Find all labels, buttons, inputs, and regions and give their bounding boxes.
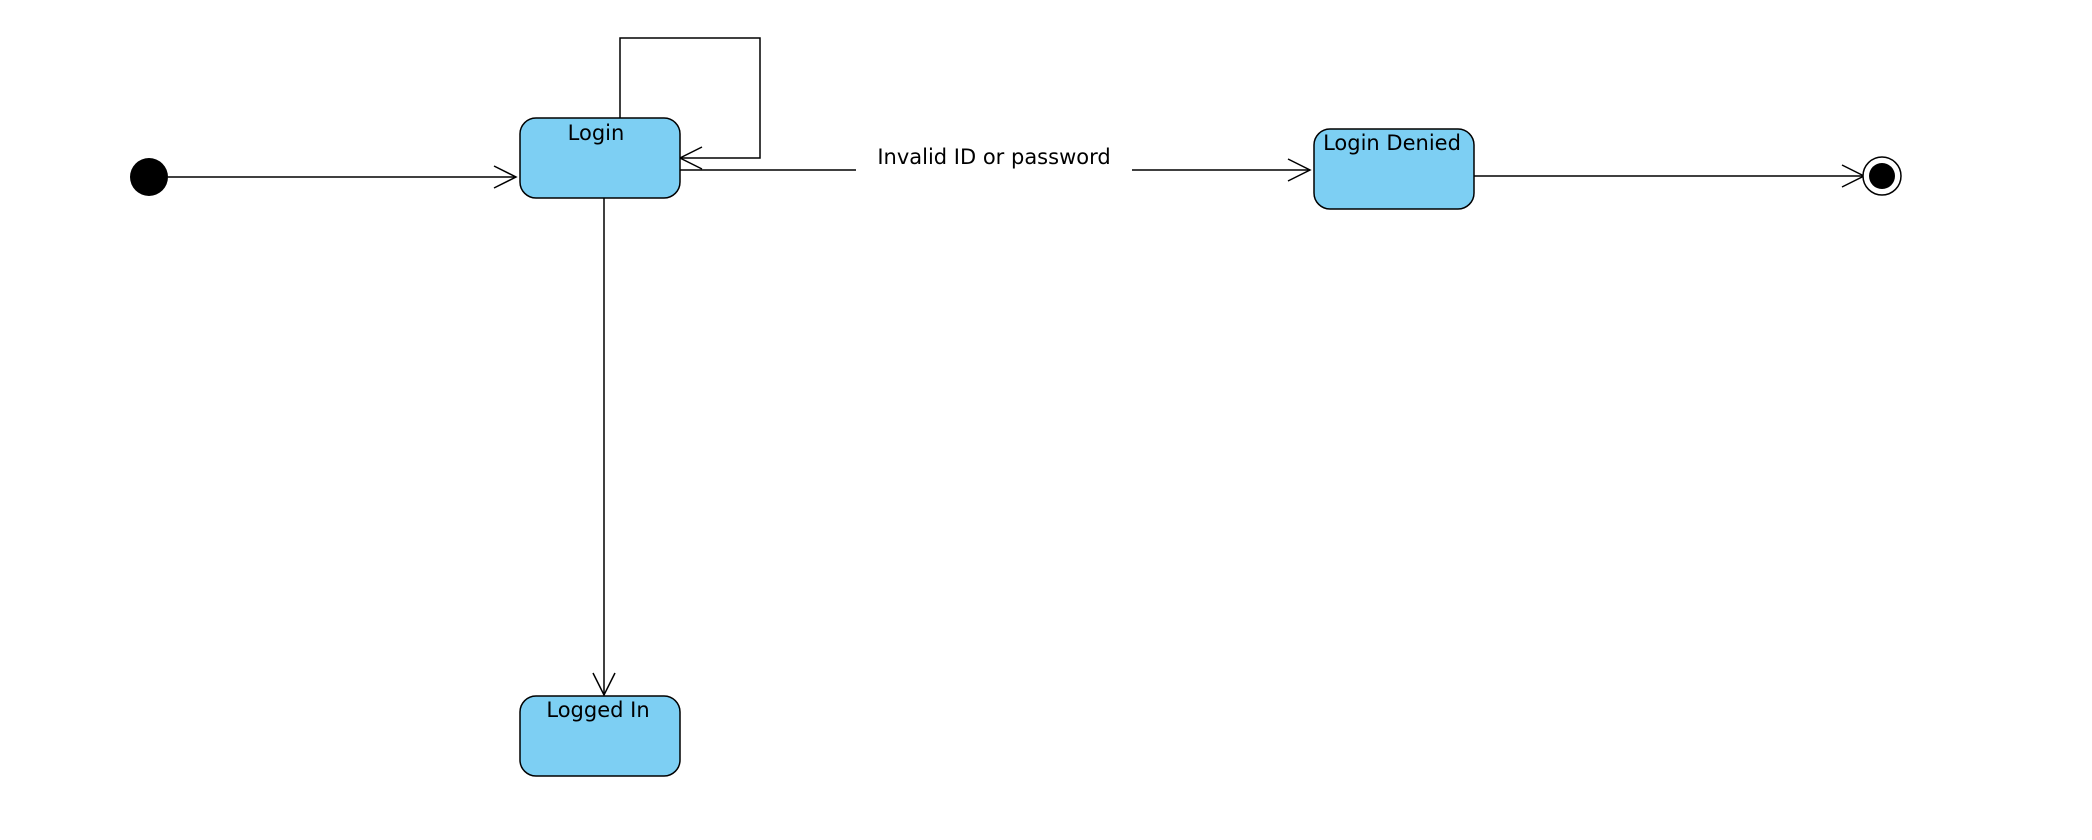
transition-initial-to-login[interactable]	[168, 165, 518, 189]
state-login-denied-label: Login Denied	[1323, 131, 1461, 155]
final-state-node[interactable]	[1862, 156, 1902, 196]
transition-login-to-logged-in[interactable]	[592, 198, 616, 697]
arrowhead-icon	[1287, 158, 1312, 182]
state-login-label: Login	[568, 121, 625, 145]
transition-denied-to-final[interactable]	[1474, 164, 1866, 188]
arrowhead-icon	[493, 165, 518, 189]
arrowhead-icon	[592, 672, 616, 697]
transition-login-to-denied[interactable]: Invalid ID or password	[680, 142, 1312, 182]
initial-state-node[interactable]	[130, 158, 168, 196]
state-logged-in-label: Logged In	[546, 698, 649, 722]
state-login-denied[interactable]: Login Denied	[1313, 128, 1475, 210]
state-login[interactable]: Login	[519, 117, 681, 199]
state-logged-in[interactable]: Logged In	[519, 695, 681, 777]
transition-guard-label: Invalid ID or password	[877, 145, 1110, 169]
